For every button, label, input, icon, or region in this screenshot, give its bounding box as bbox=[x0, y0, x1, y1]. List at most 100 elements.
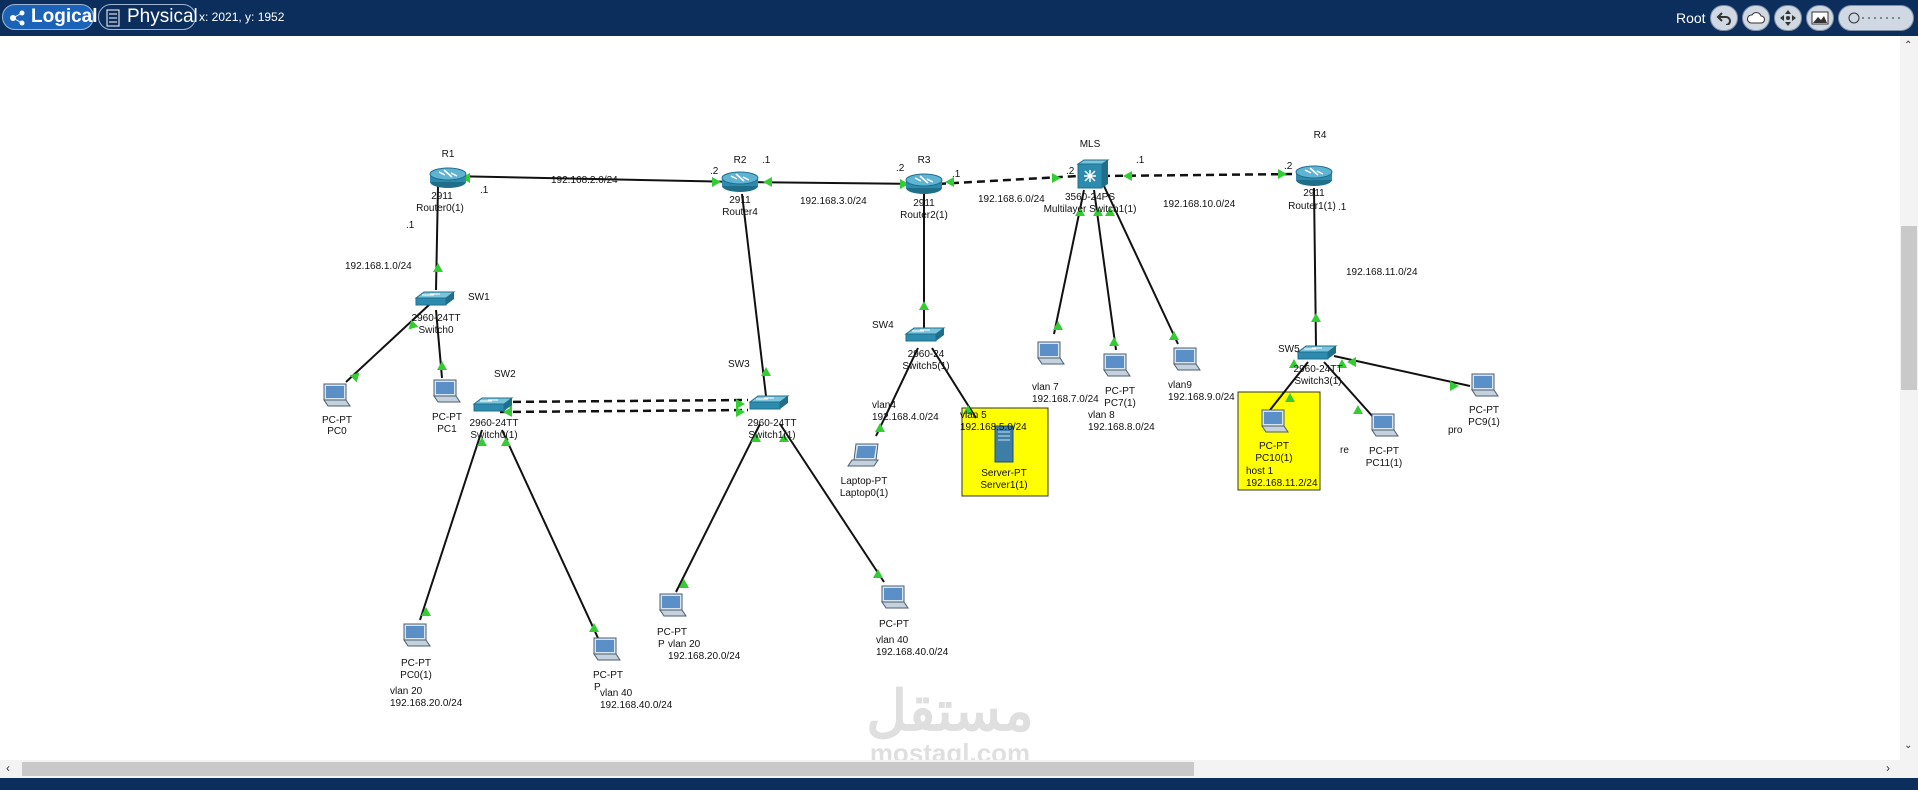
label-pc10-model: PC-PT bbox=[1259, 441, 1289, 452]
pc-vlan7[interactable] bbox=[1037, 341, 1065, 365]
label-pro: pro bbox=[1448, 425, 1463, 436]
switch-sw1[interactable] bbox=[415, 291, 455, 306]
move-icon[interactable] bbox=[1774, 5, 1802, 31]
label-pc9-name: PC9(1) bbox=[1468, 417, 1500, 428]
label-vlan40-b-net: 192.168.40.0/24 bbox=[876, 647, 949, 658]
viewport-icon[interactable] bbox=[1838, 5, 1914, 31]
label-pc0-name: PC0 bbox=[327, 426, 347, 437]
pc01[interactable] bbox=[403, 623, 431, 647]
link-r3-mls[interactable] bbox=[937, 174, 1079, 186]
label-sw5: SW5 bbox=[1278, 344, 1300, 355]
link-sw2-sw3-b[interactable] bbox=[499, 408, 749, 414]
switch-sw3[interactable] bbox=[749, 395, 789, 410]
scroll-down-icon[interactable]: ⌄ bbox=[1904, 740, 1913, 751]
label-pc40b-model: PC-PT bbox=[879, 619, 909, 630]
label-vlan5-net: 192.168.5.0/24 bbox=[960, 422, 1027, 433]
label-p20-name: P bbox=[658, 639, 665, 650]
label-pc1-name: PC1 bbox=[437, 424, 457, 435]
pc11[interactable] bbox=[1371, 413, 1399, 437]
pc1[interactable] bbox=[433, 379, 461, 403]
router-r3[interactable] bbox=[905, 173, 943, 195]
label-net-r3-mls: 192.168.6.0/24 bbox=[978, 194, 1045, 205]
label-sw5-name: Switch3(1) bbox=[1294, 376, 1341, 387]
label-vlan5: vlan 5 bbox=[960, 410, 987, 421]
logical-view-button[interactable]: Logical bbox=[2, 4, 98, 30]
label-pc0-model: PC-PT bbox=[322, 415, 352, 426]
back-icon[interactable] bbox=[1710, 5, 1738, 31]
root-label[interactable]: Root bbox=[1676, 10, 1706, 26]
background-image-icon[interactable] bbox=[1806, 5, 1834, 31]
label-sw1-model: 2960-24TT bbox=[412, 313, 461, 324]
link-sw5-pc9[interactable] bbox=[1333, 355, 1471, 387]
pc10[interactable] bbox=[1261, 409, 1289, 433]
label-ip-r1-down: .1 bbox=[406, 220, 415, 231]
label-pc11-model: PC-PT bbox=[1369, 446, 1399, 457]
link-r1-r2[interactable] bbox=[447, 175, 741, 183]
link-sw5-pc11[interactable] bbox=[1323, 361, 1375, 419]
label-ip-r4-down: .1 bbox=[1338, 202, 1347, 213]
label-vlan8-net: 192.168.8.0/24 bbox=[1088, 422, 1155, 433]
label-r3: R3 bbox=[918, 155, 931, 166]
link-sw4-laptop[interactable] bbox=[875, 347, 919, 437]
label-ip-r4-left: .2 bbox=[1284, 161, 1293, 172]
logical-workspace[interactable]: R1 2911 Router0(1) R2 2911 Router4 R3 29… bbox=[0, 36, 1900, 768]
vertical-scroll-thumb[interactable] bbox=[1901, 226, 1917, 390]
link-mls-vlan9[interactable] bbox=[1103, 185, 1179, 345]
scroll-right-icon[interactable]: › bbox=[1886, 761, 1890, 775]
link-sw2-sw3-a[interactable] bbox=[499, 398, 749, 404]
scroll-left-icon[interactable]: ‹ bbox=[6, 761, 10, 775]
label-pc11-name: PC11(1) bbox=[1366, 458, 1403, 469]
router-r4[interactable] bbox=[1295, 165, 1333, 187]
label-ip-r2-left: .2 bbox=[710, 166, 719, 177]
label-vlan20-a-net: 192.168.20.0/24 bbox=[390, 698, 463, 709]
label-vlan9-net: 192.168.9.0/24 bbox=[1168, 392, 1235, 403]
switch-sw4[interactable] bbox=[905, 327, 945, 342]
link-mls-pc8[interactable] bbox=[1093, 189, 1117, 351]
label-pc9-model: PC-PT bbox=[1469, 405, 1499, 416]
label-vlan7-net: 192.168.7.0/24 bbox=[1032, 394, 1099, 405]
link-sw3-p20[interactable] bbox=[675, 423, 761, 593]
label-sw4: SW4 bbox=[872, 320, 894, 331]
router-r2[interactable] bbox=[721, 171, 759, 193]
link-sw3-pc40b[interactable] bbox=[779, 423, 885, 583]
label-p40-model: PC-PT bbox=[593, 670, 623, 681]
label-r2-name: Router4 bbox=[722, 207, 758, 218]
vertical-scrollbar[interactable]: ⌃ ⌄ bbox=[1900, 36, 1918, 760]
label-ip-mls-right: .1 bbox=[1136, 155, 1145, 166]
link-sw1-pc0[interactable] bbox=[345, 303, 431, 383]
label-sw4-model: 2960-24 bbox=[908, 349, 945, 360]
pc-p40[interactable] bbox=[593, 637, 621, 661]
horizontal-scroll-thumb[interactable] bbox=[22, 762, 1194, 776]
pc0[interactable] bbox=[323, 383, 351, 407]
physical-view-button[interactable]: Physical bbox=[98, 4, 198, 30]
link-sw5-pc10[interactable] bbox=[1269, 361, 1309, 411]
link-sw2-pc01[interactable] bbox=[419, 429, 483, 621]
label-ip-mls-left: .2 bbox=[1066, 166, 1075, 177]
cloud-icon[interactable] bbox=[1742, 5, 1770, 31]
link-r1-sw1[interactable] bbox=[435, 185, 439, 291]
label-mls-name: Multilayer Switch1(1) bbox=[1044, 204, 1137, 215]
switch-sw2[interactable] bbox=[473, 397, 513, 412]
label-r4: R4 bbox=[1314, 130, 1327, 141]
label-net-r4-sw5: 192.168.11.0/24 bbox=[1346, 267, 1418, 278]
pc-vlan40[interactable] bbox=[881, 585, 909, 609]
pc-p20[interactable] bbox=[659, 593, 687, 617]
pc7-1[interactable] bbox=[1103, 353, 1131, 377]
link-r2-sw3[interactable] bbox=[741, 193, 767, 397]
label-net-r2-r3: 192.168.3.0/24 bbox=[800, 196, 867, 207]
multilayer-switch-mls[interactable] bbox=[1077, 159, 1109, 189]
label-vlan40-a: vlan 40 bbox=[600, 688, 633, 699]
router-r1[interactable] bbox=[429, 167, 467, 189]
pc-vlan9[interactable] bbox=[1173, 347, 1201, 371]
scroll-up-icon[interactable]: ⌃ bbox=[1904, 40, 1913, 51]
label-sw5-model: 2960-24TT bbox=[1294, 364, 1343, 375]
label-r3-model: 2911 bbox=[913, 198, 935, 209]
switch-sw5[interactable] bbox=[1297, 345, 1337, 360]
link-r2-r3[interactable] bbox=[741, 181, 925, 185]
link-sw2-p40[interactable] bbox=[501, 429, 599, 639]
link-mls-r4[interactable] bbox=[1101, 172, 1299, 178]
pc9[interactable] bbox=[1471, 373, 1499, 397]
laptop0[interactable] bbox=[847, 443, 879, 467]
label-r1: R1 bbox=[442, 149, 455, 160]
watermark: مستقل mostaql.com bbox=[866, 679, 1034, 768]
